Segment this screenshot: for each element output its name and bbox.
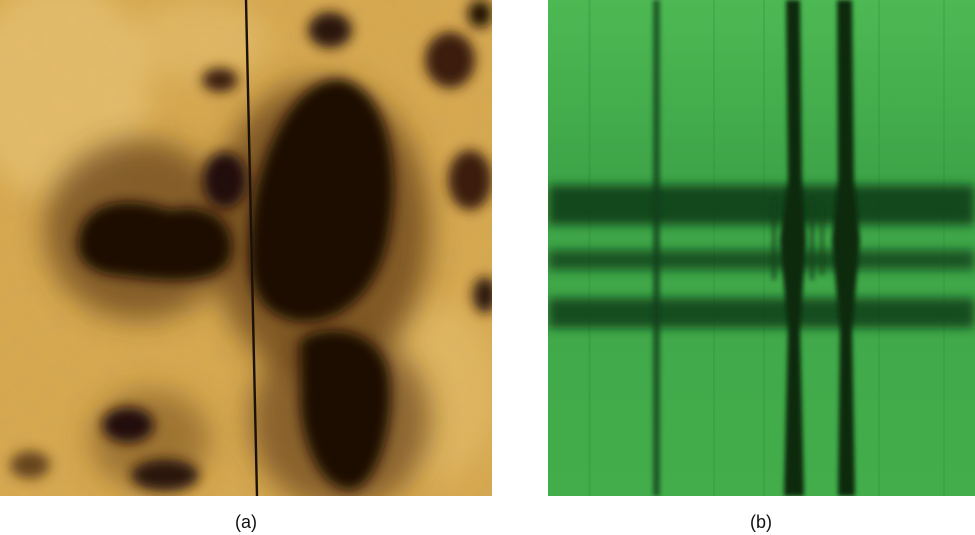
caption-a: (a) (235, 512, 257, 532)
sunspot-illustration (0, 0, 492, 496)
spectral-streaks (588, 0, 945, 496)
spectrum-illustration (548, 0, 975, 496)
sunspot-image (0, 0, 492, 496)
sunspot-bands (548, 185, 975, 328)
absorption-lines (653, 0, 860, 496)
caption-b: (b) (750, 512, 772, 532)
slit-line (244, 0, 259, 496)
umbra (10, 0, 492, 491)
spectrum-image (548, 0, 975, 496)
